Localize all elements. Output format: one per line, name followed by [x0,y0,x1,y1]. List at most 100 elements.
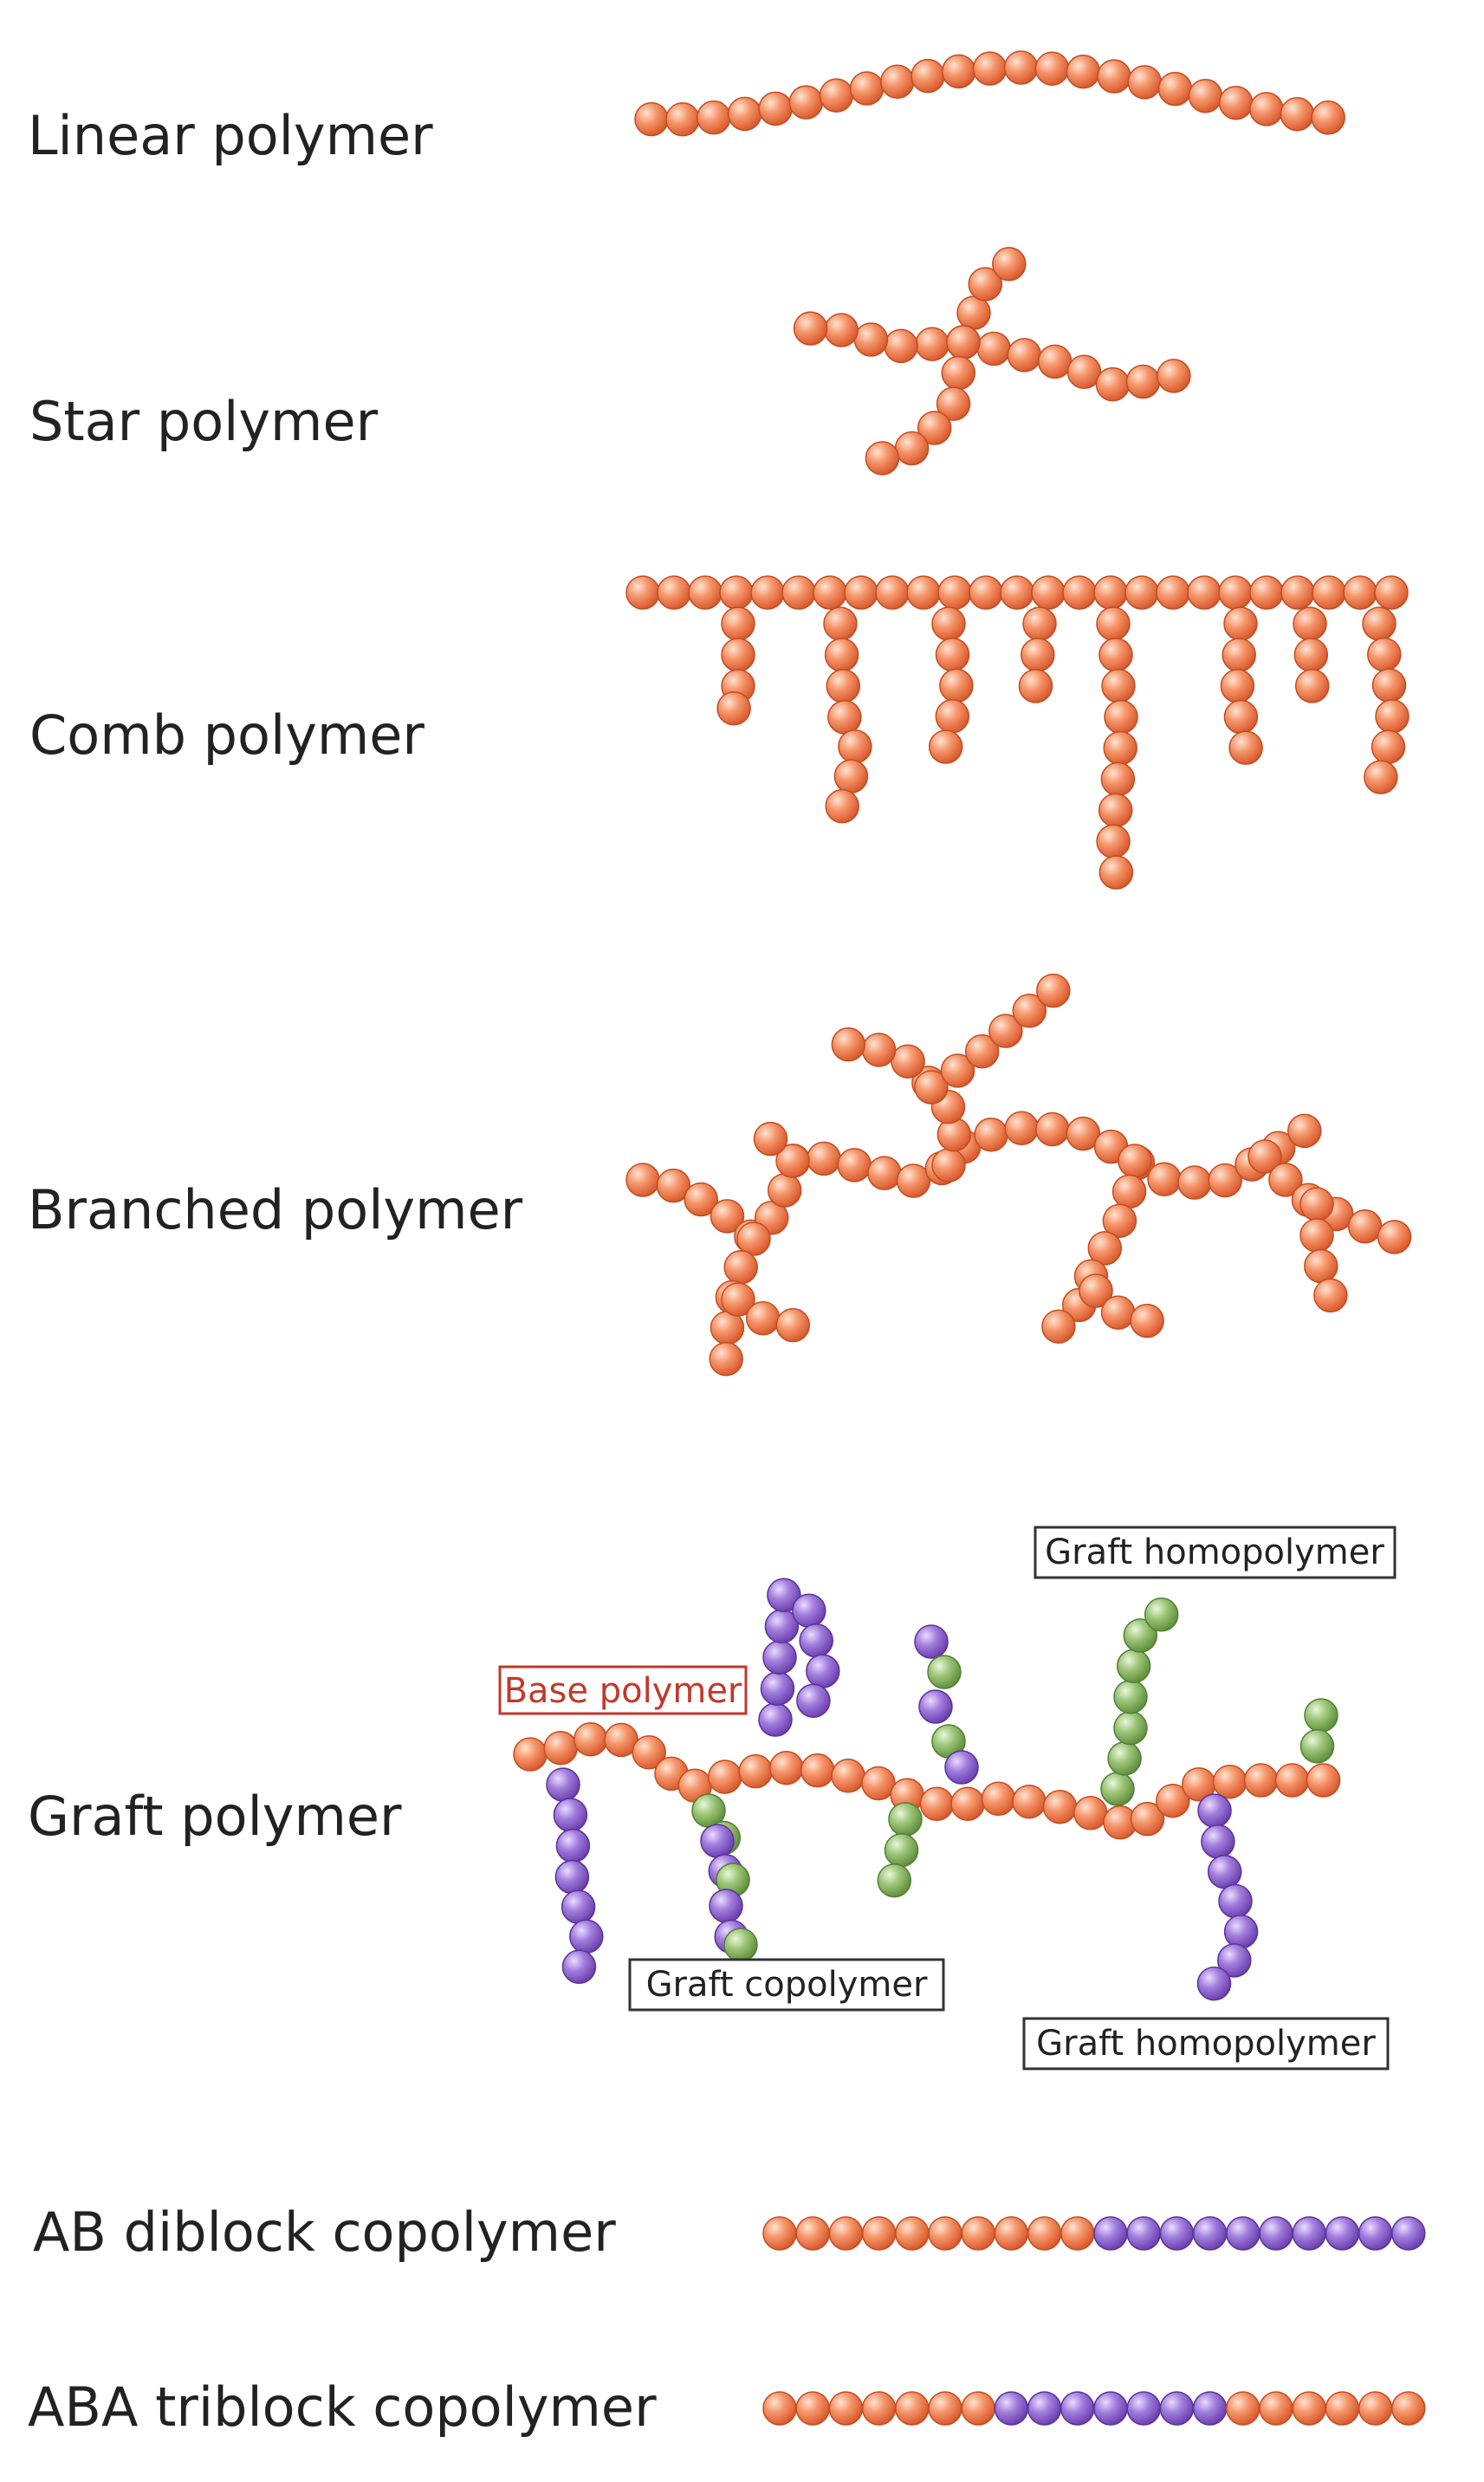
comb-backbone-bead [1031,575,1066,610]
graft-homopolymer-bead [1113,1679,1148,1714]
aba-triblock-bead [1159,2391,1195,2426]
linear-monomer-bead [1249,92,1284,126]
graft-homopolymer-bead [1116,1649,1151,1683]
graft-copolymer-bead [944,1750,979,1785]
graft-base-bead [708,1759,742,1794]
branched-main-bead [896,1163,931,1198]
graft-homopolymer-bead [1196,1966,1232,2001]
graft-homopolymer-bead [1217,1943,1252,1978]
ab-diblock-bead [928,2216,962,2251]
aba-triblock-bead [1391,2391,1426,2426]
aba-triblock-bead [1060,2391,1095,2426]
aba-triblock-bead [895,2391,930,2426]
label-linear-polymer: Linear polymer [28,104,433,167]
branched-branch-bead [721,1282,755,1317]
comb-backbone-bead [1312,575,1346,610]
branched-main-bead [867,1156,902,1190]
callout-label: Graft homopolymer [1036,2024,1376,2064]
branched-branch-bead [1012,994,1047,1028]
ab-diblock-bead [1325,2216,1360,2251]
linear-monomer-bead [880,64,915,100]
branched-branch-bead [1087,1231,1123,1266]
ab-diblock-bead [1027,2216,1062,2251]
comb-tooth-bead [1101,669,1136,703]
branched-polymer-chain [625,973,1412,1377]
graft-copolymer-bead [877,1863,912,1898]
branched-branch-bead [709,1341,743,1377]
star-arm-bead [894,431,930,466]
linear-monomer-bead [1034,51,1070,86]
branched-branch-bead [1247,1139,1282,1174]
linear-monomer-bead [634,101,669,137]
comb-backbone-bead [937,575,972,610]
comb-backbone-bead [719,575,754,610]
comb-tooth-bead [935,637,970,672]
comb-tooth-bead [1364,760,1398,794]
aba-triblock-bead [1358,2391,1393,2426]
star-arm-bead [1007,338,1042,373]
branched-branch-bead [745,1300,781,1336]
linear-monomer-bead [1127,65,1163,100]
comb-backbone-bead [625,575,660,610]
graft-base-bead [513,1737,548,1772]
aba-triblock-bead [994,2391,1029,2426]
branched-branch-bead [1041,1309,1076,1344]
branched-main-bead [1287,1113,1322,1149]
linear-monomer-bead [697,100,731,135]
comb-backbone-bead [1343,575,1377,610]
graft-homopolymer-bead [796,1683,831,1718]
graft-base-bead [1212,1764,1247,1799]
callout-label: Graft copolymer [646,1965,928,2005]
graft-copolymer-bead [709,1889,743,1923]
branched-main-bead [710,1199,745,1234]
graft-homopolymer-bead [1113,1710,1148,1746]
comb-tooth-bead [838,729,872,764]
graft-homopolymer-bead [546,1767,580,1802]
comb-tooth-bead [825,788,859,824]
star-arm-bead [853,322,889,357]
comb-tooth-bead [824,638,859,672]
comb-tooth-bead [1362,606,1397,641]
comb-tooth-bead [1220,669,1255,703]
branched-main-bead [1066,1116,1101,1151]
graft-base-bead [632,1735,666,1770]
callout-label: Base polymer [504,1671,742,1711]
comb-backbone-bead [1000,575,1034,610]
branched-branch-bead [1299,1187,1334,1222]
callout-graft-copolymer: Graft copolymer [628,1958,945,2012]
branched-branch-bead [1304,1248,1338,1284]
comb-tooth-bead [1098,855,1134,890]
branched-main-bead [1208,1163,1242,1198]
comb-backbone-bead [844,575,878,610]
comb-tooth-bead [1018,669,1053,703]
linear-monomer-bead [1097,59,1131,94]
star-arm-bead [917,411,952,445]
graft-homopolymer-bead [1197,1793,1232,1828]
branched-main-bead [837,1148,872,1183]
branched-main-bead [767,1173,802,1208]
graft-homopolymer-bead [806,1654,840,1688]
comb-backbone-bead [1374,575,1409,610]
comb-tooth-bead [826,669,861,703]
comb-backbone-bead [1124,575,1159,610]
graft-copolymer-bead [888,1802,923,1837]
graft-base-bead [919,1786,955,1822]
aba-triblock-bead [1192,2391,1228,2426]
comb-tooth-bead [1294,669,1330,703]
comb-tooth-bead [1021,638,1055,672]
branched-branch-bead [914,1070,949,1105]
comb-tooth-bead [1100,761,1136,797]
branched-branch-bead [775,1307,811,1343]
ab-diblock-bead [828,2216,864,2251]
comb-tooth-bead [1223,606,1258,641]
graft-base-bead [1012,1784,1047,1819]
branched-branch-bead [988,1014,1023,1048]
comb-tooth-bead [1222,638,1256,672]
comb-backbone-bead [1187,575,1222,610]
star-arm-bead [824,313,859,347]
graft-homopolymer-bead [760,1671,795,1706]
linear-monomer-bead [1157,71,1193,107]
graft-homopolymer-bead [1107,1741,1142,1776]
comb-backbone-bead [781,575,816,610]
label-star-polymer: Star polymer [29,390,379,453]
